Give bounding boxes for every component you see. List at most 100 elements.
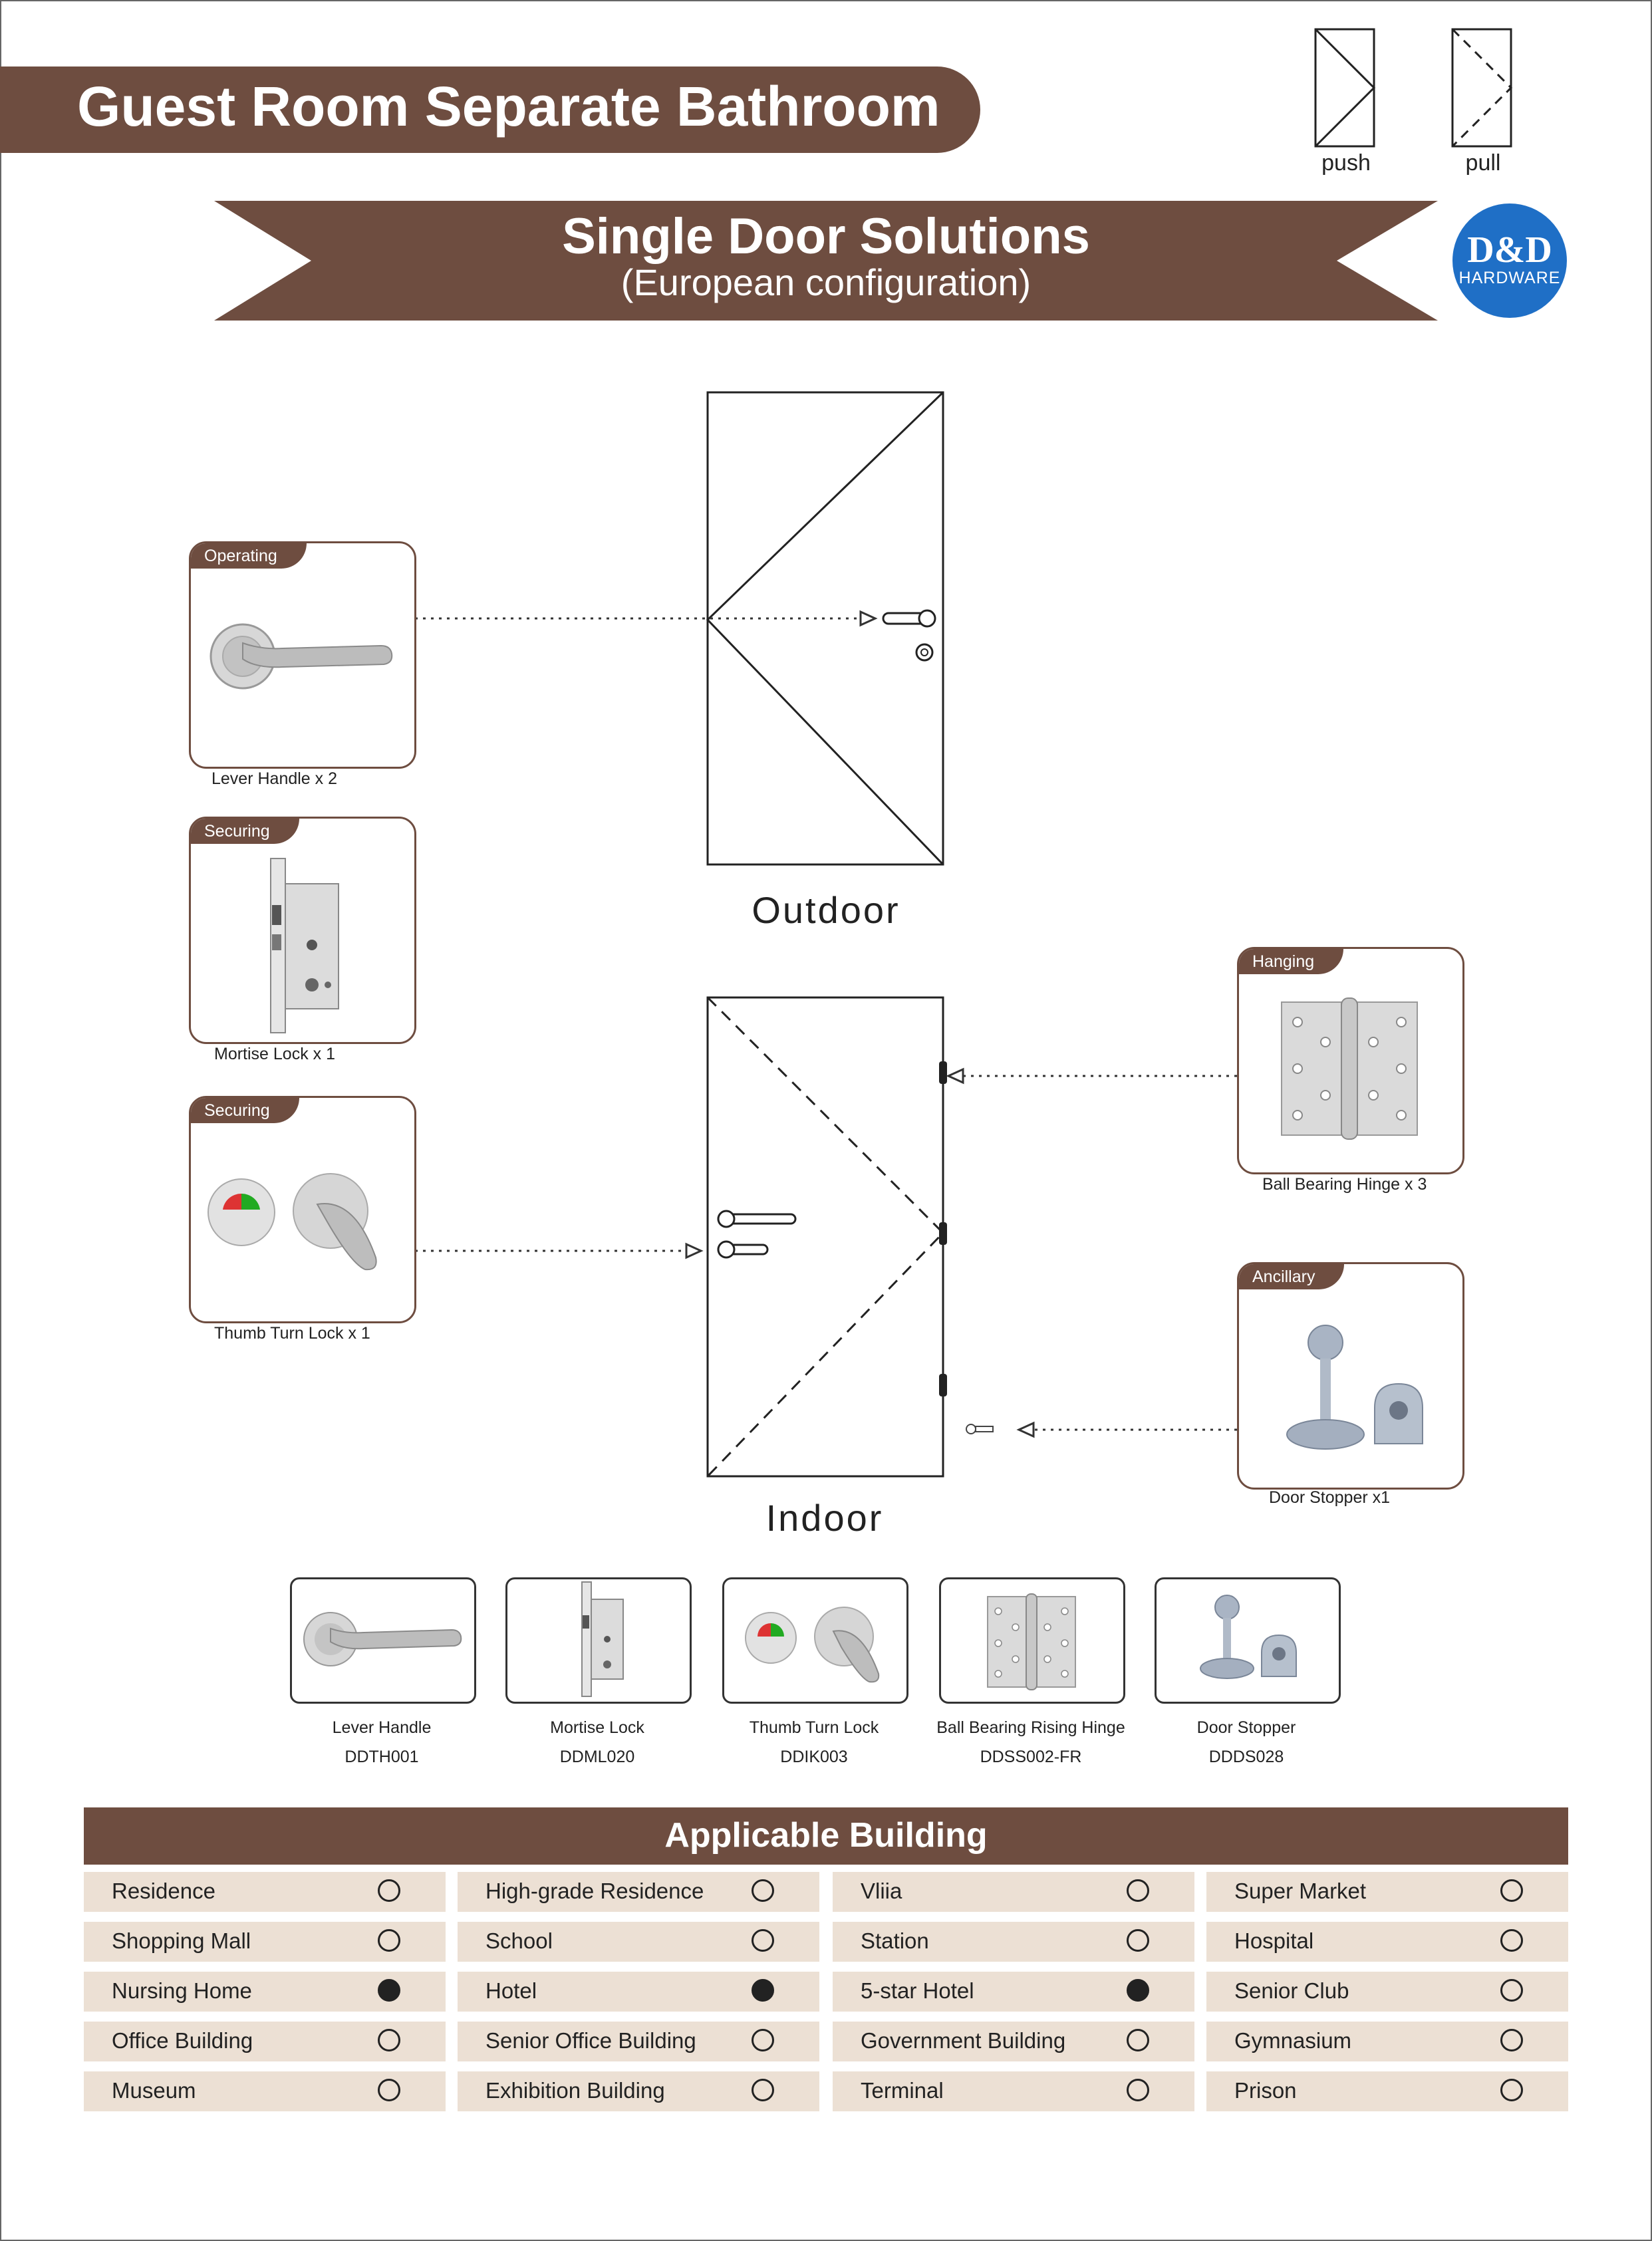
check-indicator[interactable]: [378, 1929, 400, 1952]
product-ball-bearing-rising-hinge: [939, 1577, 1125, 1704]
building-cell: High-grade Residence: [458, 1872, 819, 1912]
check-indicator[interactable]: [378, 1979, 400, 2002]
building-cell: Senior Office Building: [458, 2022, 819, 2061]
building-cell: Super Market: [1206, 1872, 1568, 1912]
check-indicator[interactable]: [1500, 1979, 1523, 2002]
building-label: Senior Office Building: [485, 2028, 696, 2053]
building-cell: Hospital: [1206, 1922, 1568, 1962]
building-cell: Station: [833, 1922, 1194, 1962]
product-name: Door Stopper: [1196, 1718, 1296, 1737]
ball-bearing-hinge-icon: [987, 1593, 1076, 1690]
hinge-middle-icon: [939, 1222, 947, 1245]
check-indicator[interactable]: [1127, 2079, 1149, 2101]
building-cell: Gymnasium: [1206, 2022, 1568, 2061]
building-cell: Nursing Home: [84, 1972, 446, 2012]
product-thumb-turn-lock: [722, 1577, 908, 1704]
product-code: DDSS002-FR: [980, 1748, 1082, 1766]
hinge-bottom-icon: [939, 1374, 947, 1396]
pull-legend-icon: [1451, 28, 1513, 148]
pull-label: pull: [1465, 150, 1501, 176]
building-label: Nursing Home: [112, 1978, 252, 2003]
check-indicator[interactable]: [378, 2029, 400, 2051]
door-stopper-icon: [1200, 1595, 1297, 1679]
check-indicator[interactable]: [378, 2079, 400, 2101]
building-cell: Vliia: [833, 1872, 1194, 1912]
building-label: Exhibition Building: [485, 2078, 665, 2103]
ball-bearing-hinge-icon: [1281, 997, 1418, 1140]
applicable-building-header: [84, 1807, 1568, 1865]
product-name: Ball Bearing Rising Hinge: [936, 1718, 1125, 1737]
building-label: Gymnasium: [1234, 2028, 1352, 2053]
door-stopper-icon: [1286, 1325, 1423, 1450]
check-indicator[interactable]: [1127, 1979, 1149, 2002]
check-indicator[interactable]: [1127, 1929, 1149, 1952]
building-label: Museum: [112, 2078, 196, 2103]
building-label: Shopping Mall: [112, 1928, 251, 1953]
product-code: DDDS028: [1208, 1748, 1284, 1766]
check-indicator[interactable]: [752, 2079, 774, 2101]
check-indicator[interactable]: [1127, 2029, 1149, 2051]
check-indicator[interactable]: [1127, 1879, 1149, 1902]
building-label: Office Building: [112, 2028, 253, 2053]
check-indicator[interactable]: [752, 1979, 774, 2002]
building-label: Government Building: [861, 2028, 1066, 2053]
category-tag: Securing: [191, 819, 299, 844]
product-code: DDIK003: [780, 1748, 848, 1766]
building-cell: Government Building: [833, 2022, 1194, 2061]
category-tag: Securing: [191, 1098, 299, 1123]
lever-handle-icon: [209, 623, 393, 690]
building-cell: Residence: [84, 1872, 446, 1912]
product-mortise-lock: [505, 1577, 692, 1704]
hinge-top-icon: [939, 1061, 947, 1084]
check-indicator[interactable]: [1500, 1879, 1523, 1902]
category-tag: Hanging: [1239, 949, 1344, 974]
building-label: Super Market: [1234, 1879, 1367, 1903]
mortise-lock-icon: [581, 1581, 624, 1697]
building-label: 5-star Hotel: [861, 1978, 974, 2003]
callout-label: Door Stopper x1: [1269, 1488, 1391, 1507]
building-cell: 5-star Hotel: [833, 1972, 1194, 2012]
building-cell: School: [458, 1922, 819, 1962]
product-name: Lever Handle: [332, 1718, 432, 1737]
product-code: DDML020: [559, 1748, 635, 1766]
check-indicator[interactable]: [1500, 2029, 1523, 2051]
building-cell: Terminal: [833, 2071, 1194, 2111]
callout-label: Thumb Turn Lock x 1: [214, 1324, 370, 1343]
building-label: Prison: [1234, 2078, 1297, 2103]
category-tag: Ancillary: [1239, 1264, 1345, 1289]
check-indicator[interactable]: [1500, 1929, 1523, 1952]
check-indicator[interactable]: [378, 1879, 400, 1902]
applicable-building-title: Applicable Building: [664, 1816, 988, 1855]
push-label: push: [1321, 150, 1371, 176]
title-band: [0, 66, 980, 153]
building-label: Hospital: [1234, 1928, 1314, 1953]
indoor-door-diagram: [706, 996, 947, 1478]
callout-label: Ball Bearing Hinge x 3: [1262, 1175, 1427, 1194]
building-label: Residence: [112, 1879, 215, 1903]
building-cell: Prison: [1206, 2071, 1568, 2111]
callout-thumb-turn-lock: Securing: [189, 1096, 416, 1323]
check-indicator[interactable]: [1500, 2079, 1523, 2101]
check-indicator[interactable]: [752, 2029, 774, 2051]
building-cell: Shopping Mall: [84, 1922, 446, 1962]
outdoor-lever-icon: [882, 609, 936, 628]
check-indicator[interactable]: [752, 1879, 774, 1902]
push-legend-icon: [1314, 28, 1376, 148]
indoor-lever-icon: [717, 1210, 797, 1228]
callout-mortise-lock: Securing: [189, 817, 416, 1044]
thumb-turn-lock-icon: [207, 1173, 377, 1271]
product-name: Mortise Lock: [550, 1718, 644, 1737]
check-indicator[interactable]: [752, 1929, 774, 1952]
product-code: DDTH001: [344, 1748, 419, 1766]
building-cell: Exhibition Building: [458, 2071, 819, 2111]
subtitle: Single Door Solutions: [562, 208, 1090, 265]
building-cell: Office Building: [84, 2022, 446, 2061]
building-label: Hotel: [485, 1978, 537, 2003]
building-label: Terminal: [861, 2078, 944, 2103]
building-label: Senior Club: [1234, 1978, 1349, 2003]
building-label: Vliia: [861, 1879, 902, 1903]
category-tag: Operating: [191, 543, 307, 569]
lever-handle-icon: [303, 1612, 462, 1666]
building-label: School: [485, 1928, 553, 1953]
callout-ball-bearing-hinge: Hanging: [1237, 947, 1464, 1174]
